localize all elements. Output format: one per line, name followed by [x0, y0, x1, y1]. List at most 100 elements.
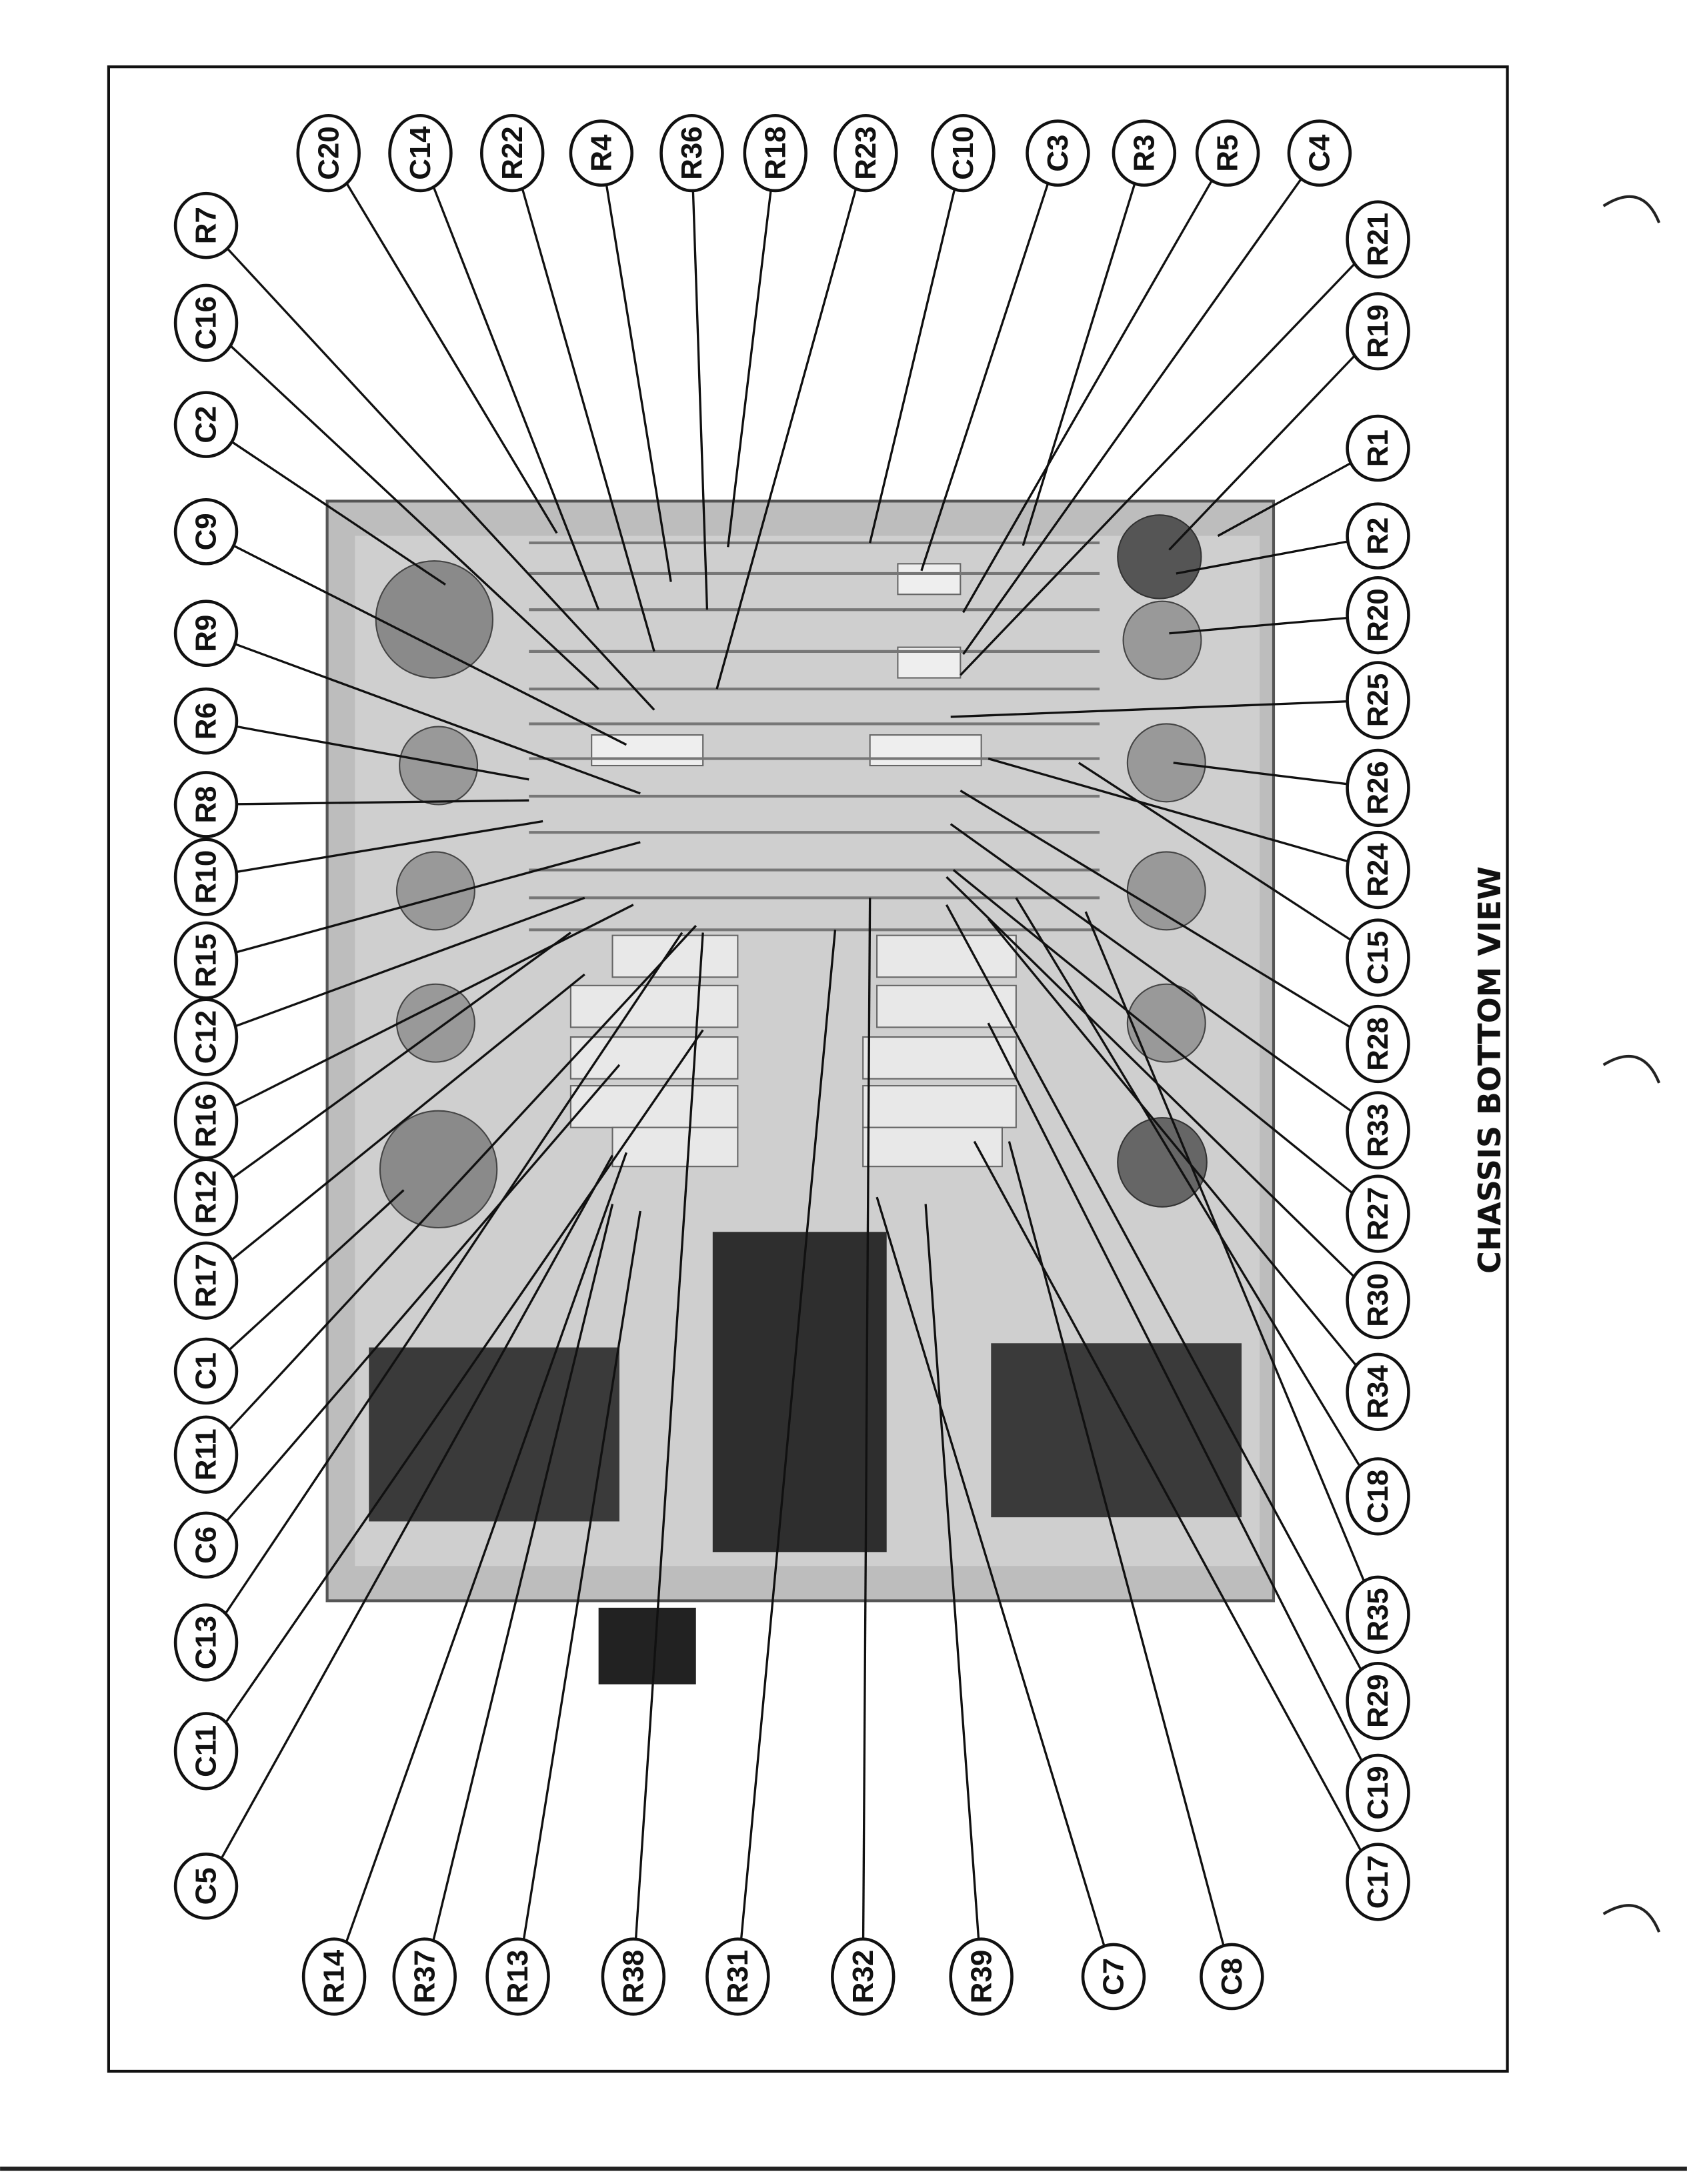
callout-circle [1346, 1753, 1410, 1833]
leader-line-c6 [226, 1064, 621, 1522]
callout-label: R16 [190, 1094, 223, 1147]
callout-circle [569, 119, 634, 187]
callout-circle [931, 113, 996, 193]
callout-circle [1112, 119, 1177, 187]
leader-line-c5 [220, 1154, 613, 1859]
callout-c15: C15 [1346, 918, 1410, 997]
callout-r38: R38 [601, 1937, 666, 2016]
callout-label: C9 [190, 513, 223, 550]
leader-line-r32 [862, 898, 872, 1945]
callout-r37: R37 [392, 1937, 457, 2016]
callout-label: R30 [1362, 1273, 1394, 1326]
callout-r3: R3 [1112, 119, 1177, 187]
callout-circle [173, 600, 239, 668]
callout-label: C7 [1098, 1958, 1130, 1995]
chassis-photo [325, 499, 1276, 1685]
callout-circle [1346, 200, 1410, 279]
callout-label: C14 [404, 126, 437, 180]
callout-circle [173, 998, 239, 1076]
leader-line-r5 [962, 180, 1213, 614]
leader-line-r39 [924, 1204, 980, 1945]
callout-label: R20 [1362, 588, 1394, 642]
callout-label: C19 [1362, 1766, 1394, 1819]
leader-line-r10 [237, 820, 543, 873]
callout-circle [1346, 414, 1410, 482]
callout-circle [392, 1937, 457, 2016]
callout-r19: R19 [1346, 292, 1410, 371]
callout-r20: R20 [1346, 576, 1410, 655]
leader-line-c15 [1078, 762, 1352, 942]
tube-socket [379, 1110, 498, 1229]
leader-line-r23 [715, 183, 859, 690]
leader-line-r9 [235, 643, 641, 795]
callout-r23: R23 [833, 113, 898, 193]
callout-label: R37 [408, 1950, 441, 2003]
leader-line-r30 [946, 876, 1356, 1279]
callout-circle [1346, 1260, 1410, 1340]
leader-line-r38 [634, 932, 704, 1945]
capacitor [876, 934, 1017, 978]
tube-socket [1126, 851, 1206, 931]
binder-holes [1602, 195, 1661, 1933]
callout-label: R5 [1212, 135, 1244, 172]
callout-circle [173, 1241, 239, 1320]
callout-label: R6 [190, 702, 223, 740]
callout-c1: C1 [173, 1337, 239, 1405]
callout-label: R8 [190, 786, 223, 823]
callout-circle [173, 191, 239, 259]
callout-label: R10 [190, 850, 223, 904]
leader-line-c14 [431, 182, 600, 610]
leader-line-r35 [1084, 911, 1367, 1586]
leader-line-c1 [229, 1189, 405, 1350]
leader-line-r11 [227, 924, 697, 1432]
capacitor [869, 734, 982, 767]
callout-circle [1346, 748, 1410, 828]
callout-r33: R33 [1346, 1091, 1410, 1170]
callout-label: R29 [1362, 1674, 1394, 1727]
callout-r34: R34 [1346, 1352, 1410, 1431]
leader-line-r7 [227, 248, 655, 711]
callout-r17: R17 [173, 1241, 239, 1320]
leader-line-r33 [950, 823, 1353, 1113]
binder-hole [1602, 1054, 1661, 1084]
callout-circle [1200, 1943, 1264, 2011]
leader-line-c12 [235, 896, 585, 1028]
tube-socket [1122, 600, 1202, 680]
callout-circle [1346, 1575, 1410, 1654]
callout-r4: R4 [569, 119, 634, 187]
capacitor [862, 1126, 1003, 1168]
leader-line-r31 [739, 930, 837, 1945]
callout-circle [1346, 1174, 1410, 1253]
callout-r29: R29 [1346, 1662, 1410, 1741]
leader-line-r18 [727, 185, 773, 548]
capacitor [611, 1126, 739, 1168]
leader-line-c4 [962, 178, 1302, 656]
callout-label: C15 [1362, 931, 1394, 984]
callout-circle [1081, 1943, 1146, 2011]
callout-label: R31 [721, 1950, 754, 2003]
leader-line-r4 [605, 184, 672, 582]
callout-c9: C9 [173, 498, 239, 566]
callout-circle [601, 1937, 666, 2016]
callout-circle [743, 113, 807, 193]
callout-label: R23 [850, 126, 882, 179]
tube-socket [375, 560, 494, 679]
callout-circle [1346, 1843, 1410, 1921]
callout-r1: R1 [1346, 414, 1410, 482]
callout-r7: R7 [173, 191, 239, 259]
leader-line-r27 [952, 869, 1354, 1195]
callout-c12: C12 [173, 998, 239, 1076]
callout-r2: R2 [1346, 502, 1410, 570]
callout-r25: R25 [1346, 661, 1410, 740]
callout-label: R39 [965, 1950, 998, 2003]
callout-label: C10 [947, 126, 980, 179]
callout-c10: C10 [931, 113, 996, 193]
leader-line-c18 [1015, 897, 1363, 1470]
binder-hole [1602, 1904, 1661, 1933]
leader-line-r19 [1168, 353, 1357, 551]
callout-r22: R22 [480, 113, 545, 193]
callout-circle [949, 1937, 1014, 2016]
leader-line-r22 [519, 183, 655, 652]
callout-c18: C18 [1346, 1457, 1410, 1536]
